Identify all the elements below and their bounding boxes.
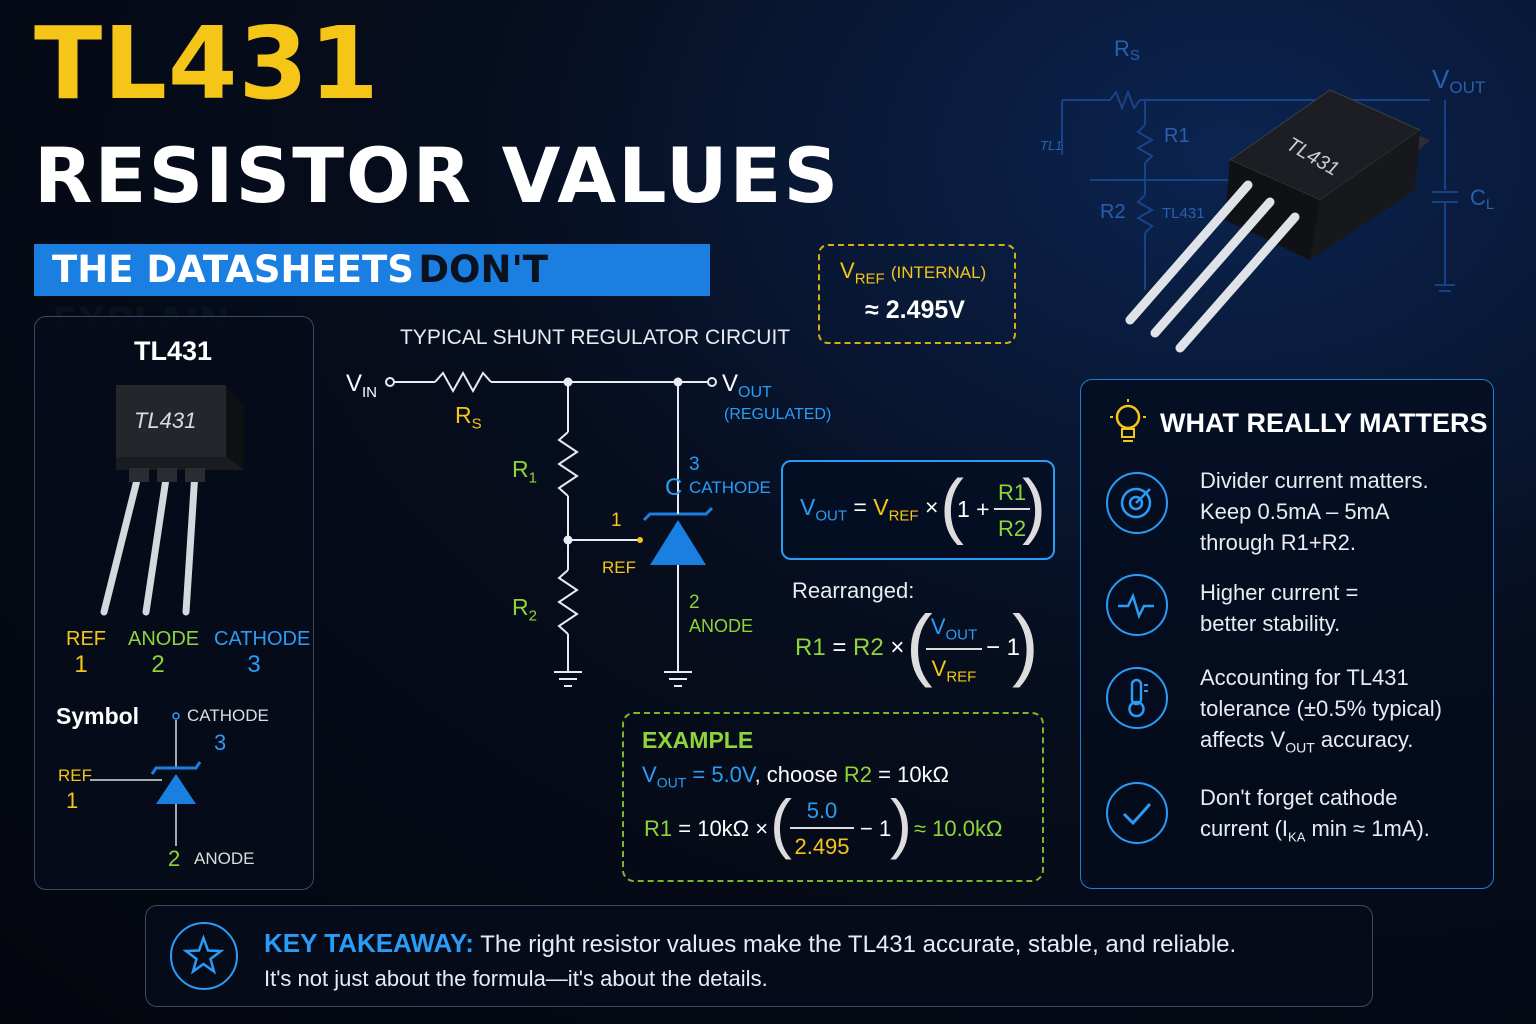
thermometer-icon bbox=[1106, 667, 1168, 729]
package-illustration: TL431 bbox=[100, 385, 244, 616]
rearranged-paren-open: ( bbox=[906, 599, 933, 688]
hero-graphic: RS VOUT R1 R2 TL431 CL TL1 TL431 bbox=[1040, 36, 1494, 353]
vref-value: ≈ 2.495V bbox=[865, 296, 965, 324]
main-formula-paren-open: ( bbox=[940, 466, 964, 546]
rearranged-minus: − 1 bbox=[986, 634, 1021, 661]
circuit-cathode-num: 3 bbox=[689, 454, 700, 475]
main-formula-box bbox=[781, 460, 1055, 560]
hero-chip-legs bbox=[1125, 180, 1300, 353]
rearranged-num: VOUT bbox=[930, 614, 978, 644]
symbol-anode-num: 2 bbox=[168, 846, 181, 871]
circuit-anode-label: ANODE bbox=[689, 616, 754, 636]
r2-label: R2 bbox=[512, 594, 537, 625]
symbol-anode-label: ANODE bbox=[194, 849, 255, 868]
main-formula-fraction-bar bbox=[994, 508, 1030, 510]
package-title: TL431 bbox=[133, 336, 213, 366]
page-subtitle: RESISTOR VALUES bbox=[34, 131, 841, 220]
circuit-ref-label: REF bbox=[602, 558, 636, 577]
bg-rs-label: RS bbox=[1114, 36, 1140, 64]
star-icon bbox=[170, 922, 238, 990]
tip-1: Divider current matters. Keep 0.5mA – 5m… bbox=[1200, 468, 1429, 555]
vref-box bbox=[818, 244, 1016, 344]
circuit-ref-num: 1 bbox=[611, 510, 622, 531]
vref-label: VREF (INTERNAL) bbox=[840, 258, 987, 288]
pin-number-3: 3 bbox=[247, 651, 261, 678]
rearranged-den: VREF bbox=[931, 656, 977, 686]
tips-title: WHAT REALLY MATTERS bbox=[1160, 408, 1488, 438]
tip-3: Accounting for TL431 tolerance (±0.5% ty… bbox=[1200, 665, 1442, 756]
tip-2: Higher current = better stability. bbox=[1200, 580, 1359, 636]
main-formula-one-plus: 1 + bbox=[957, 496, 990, 522]
lightbulb-icon bbox=[1110, 399, 1146, 442]
example-fraction-bar bbox=[790, 827, 854, 829]
example-title: EXAMPLE bbox=[642, 727, 754, 753]
takeaway-panel bbox=[145, 905, 1373, 1007]
vout-label: VOUT bbox=[722, 370, 772, 401]
symbol-cathode-label: CATHODE bbox=[187, 706, 269, 725]
main-formula-paren-close: ) bbox=[1022, 466, 1046, 546]
regulated-label: (REGULATED) bbox=[724, 406, 832, 423]
takeaway-line1: KEY TAKEAWAY: The right resistor values … bbox=[264, 928, 1237, 958]
r1-label: R1 bbox=[512, 456, 537, 487]
main-formula: VOUT = VREF × bbox=[800, 494, 939, 525]
example-paren-close: ) bbox=[890, 786, 912, 860]
circuit-title: TYPICAL SHUNT REGULATOR CIRCUIT bbox=[400, 326, 791, 349]
package-chip-label: TL431 bbox=[134, 408, 196, 433]
symbol-ref-num: 1 bbox=[66, 788, 79, 813]
circuit-anode-num: 2 bbox=[689, 592, 700, 613]
pin-name-3: CATHODE bbox=[214, 628, 311, 650]
bg-cl-label: CL bbox=[1470, 185, 1494, 213]
example-den: 2.495 bbox=[794, 834, 850, 859]
pin-name-1: REF bbox=[66, 628, 106, 650]
tagline-banner: THE DATASHEETS DON'T EXPLAIN bbox=[34, 244, 710, 343]
example-line1: VOUT = 5.0V, choose R2 = 10kΩ bbox=[642, 762, 950, 791]
rearranged-label: Rearranged: bbox=[792, 578, 915, 603]
symbol-diagram bbox=[90, 712, 202, 846]
symbol-title: Symbol bbox=[56, 703, 140, 729]
example-paren-open: ( bbox=[770, 786, 792, 860]
rearranged-paren-close: ) bbox=[1012, 599, 1039, 688]
bg-r2-label: R2 bbox=[1100, 201, 1126, 223]
example-minus: − 1 bbox=[860, 816, 892, 841]
example-line2: R1 = 10kΩ × bbox=[644, 816, 769, 841]
rearranged-formula: R1 = R2 × bbox=[795, 634, 905, 661]
vin-label: VIN bbox=[346, 370, 378, 401]
circuit-diagram: C bbox=[385, 370, 717, 687]
bg-tl-label: TL431 bbox=[1162, 205, 1205, 222]
main-formula-den: R2 bbox=[997, 516, 1027, 541]
takeaway-line2: It's not just about the formula—it's abo… bbox=[264, 966, 768, 991]
symbol-cathode-num: 3 bbox=[214, 730, 227, 755]
pin-number-1: 1 bbox=[74, 651, 88, 678]
example-result: ≈ 10.0kΩ bbox=[914, 816, 1003, 841]
banner-text-1: THE DATASHEETS bbox=[52, 248, 414, 291]
bg-r1-label: R1 bbox=[1164, 125, 1190, 147]
circuit-cathode-label: CATHODE bbox=[689, 478, 771, 497]
example-num: 5.0 bbox=[806, 798, 838, 823]
symbol-ref-label: REF bbox=[58, 766, 92, 785]
rearranged-fraction-bar bbox=[926, 648, 982, 650]
main-formula-num: R1 bbox=[997, 480, 1027, 505]
hero-chip: TL431 bbox=[1225, 89, 1430, 260]
target-icon bbox=[1106, 472, 1168, 534]
bg-vout-label: VOUT bbox=[1432, 64, 1485, 97]
tip-4: Don't forget cathode current (IKA min ≈ … bbox=[1200, 785, 1430, 845]
pin-name-2: ANODE bbox=[128, 628, 200, 650]
svg-text:C: C bbox=[665, 474, 682, 501]
check-icon bbox=[1106, 782, 1168, 844]
rs-label: RS bbox=[455, 402, 482, 433]
bg-misc-label: TL1 bbox=[1040, 138, 1062, 153]
page-title: TL431 bbox=[34, 5, 380, 122]
pulse-icon bbox=[1106, 574, 1168, 636]
example-box bbox=[622, 712, 1044, 882]
pin-number-2: 2 bbox=[151, 651, 165, 678]
